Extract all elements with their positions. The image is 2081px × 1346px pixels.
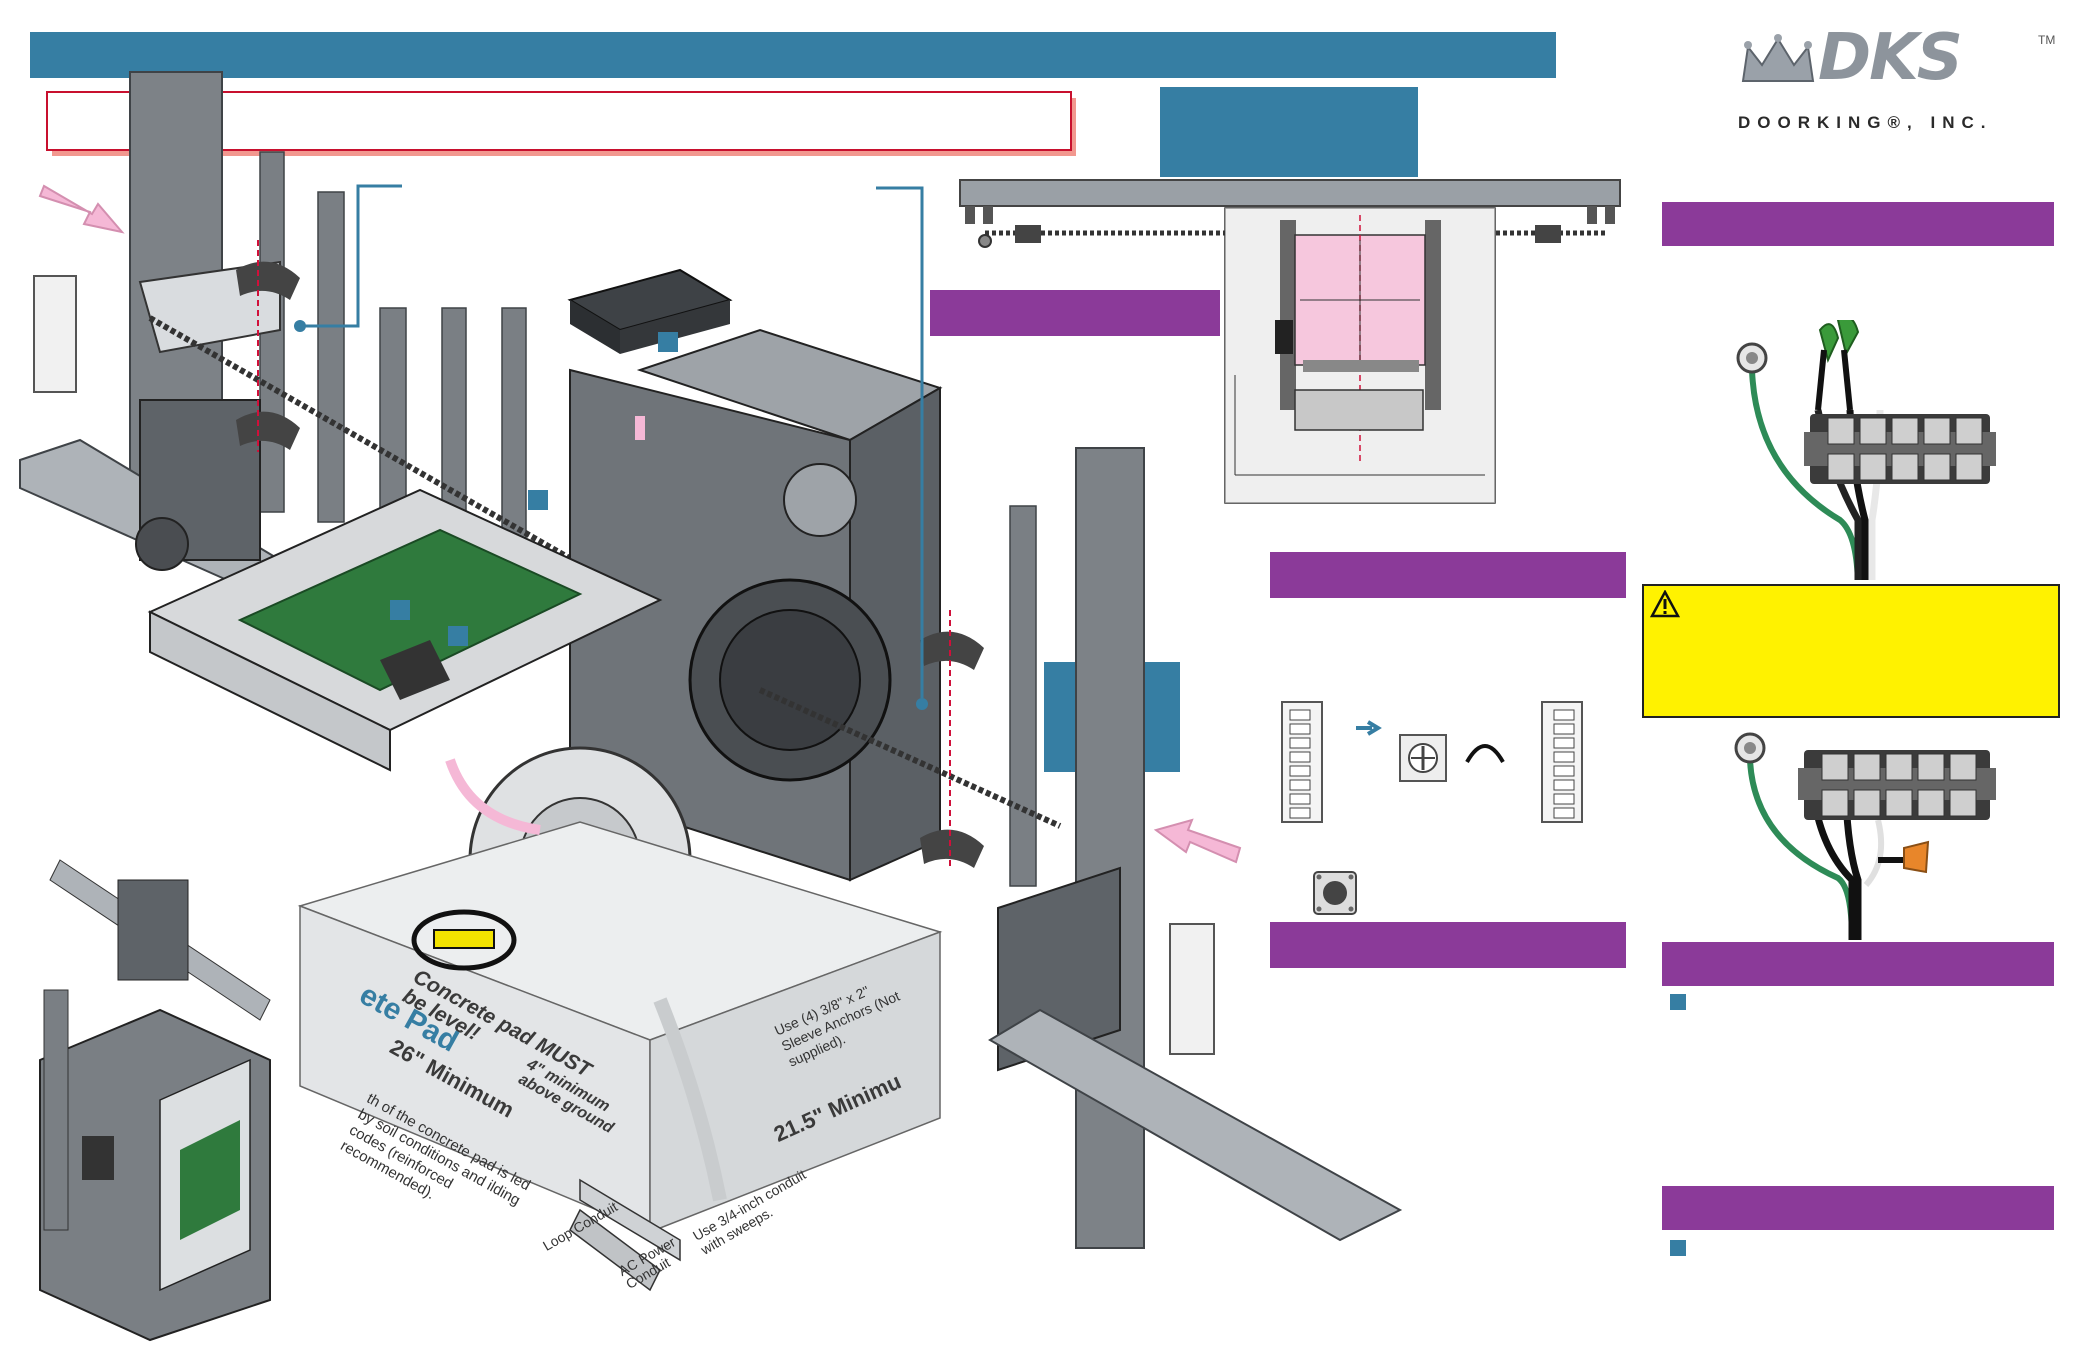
crown-icon [1741,34,1815,82]
company-name: DOORKING®, INC. [1738,113,1993,132]
push-button-icon [1313,871,1357,915]
info-box-top [1160,87,1418,177]
power-wiring-diagram [1736,320,1996,580]
warning-box [1642,584,2060,718]
title-bar [30,32,1556,78]
dip-switch-icon [1281,701,1323,823]
rotation-arc-icon [1465,744,1505,764]
step-marker-2 [1670,1240,1686,1256]
section-header-middle-2 [1270,922,1626,968]
dks-logo: DKS TM DOORKING®, INC. [1730,21,2060,145]
step-marker-1 [1670,994,1686,1010]
section-header-top-left [930,290,1220,336]
arrow-right-icon [1356,720,1382,736]
trademark: TM [2038,33,2056,47]
potentiometer-icon [1399,734,1447,782]
gate-operator-illustration [19,71,1403,1342]
section-header-right-3 [1662,1186,2054,1230]
section-header-middle-1 [1270,552,1626,598]
logo-text: DKS [1818,21,1963,95]
section-header-right-2 [1662,942,2054,986]
dip-switch-icon-2 [1541,701,1583,823]
section-header-right-1 [1662,202,2054,246]
power-wiring-diagram-2 [1734,732,1996,940]
warning-icon [1650,590,1680,618]
top-view-diagram [959,179,1621,504]
